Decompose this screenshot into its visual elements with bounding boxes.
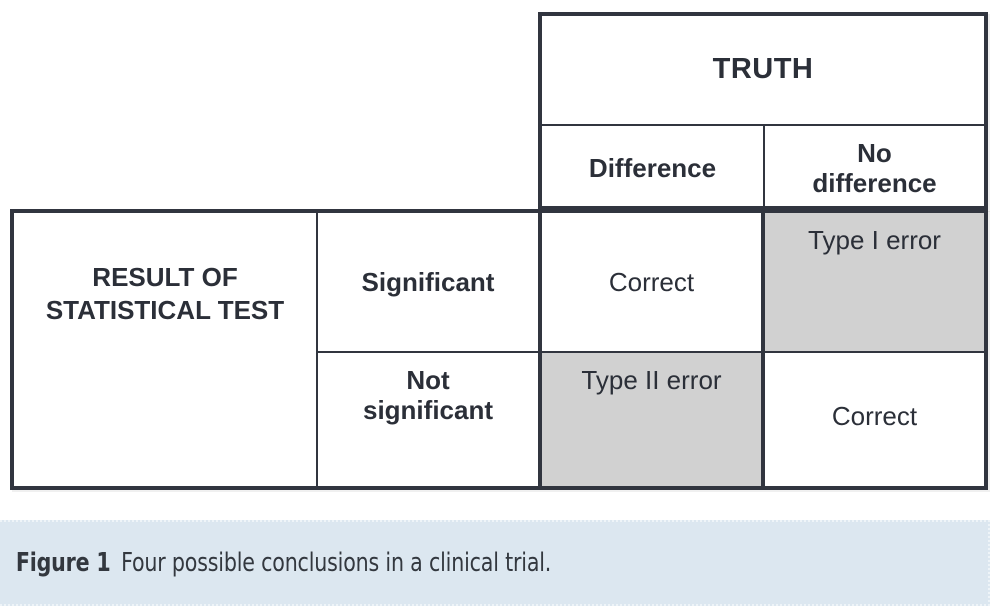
- row-header-not-significant-label: Not significant: [362, 365, 493, 426]
- cell-shade-type-2-error: [542, 353, 761, 486]
- body-col3-divider: [761, 213, 765, 486]
- figure-caption: Figure 1 Four possible conclusions in a c…: [0, 548, 552, 578]
- cell-shade-type-1-error: [765, 213, 984, 351]
- figure-caption-band: Figure 1 Four possible conclusions in a c…: [0, 520, 990, 606]
- row-group-header-cell: RESULT OF STATISTICAL TEST: [14, 213, 316, 486]
- column-header-divider: [763, 126, 765, 210]
- row-header-significant: Significant: [318, 213, 538, 351]
- cell-significant-no-difference: Type I error: [765, 213, 984, 351]
- truth-label: TRUTH: [712, 53, 814, 86]
- row-header-not-significant: Not significant: [318, 353, 538, 486]
- column-header-difference-label: Difference: [588, 152, 717, 183]
- figure-caption-label: Figure 1: [15, 548, 111, 578]
- truth-header-divider: [542, 124, 984, 126]
- truth-group-header-cell: TRUTH: [542, 16, 984, 124]
- body-row-divider: [318, 351, 984, 353]
- column-header-no-difference-label: No difference: [812, 137, 937, 198]
- cell-not-significant-difference: Type II error: [542, 353, 761, 486]
- figure-caption-body: Four possible conclusions in a clinical …: [121, 548, 552, 578]
- column-header-no-difference: No difference: [765, 126, 984, 210]
- body-col2-divider: [538, 211, 542, 488]
- cell-significant-no-difference-label: Type I error: [808, 225, 941, 255]
- cell-not-significant-difference-label: Type II error: [581, 365, 722, 395]
- cell-significant-difference-label: Correct: [608, 266, 695, 297]
- row-header-significant-label: Significant: [361, 266, 495, 297]
- cell-not-significant-no-difference: Correct: [765, 353, 984, 486]
- cell-not-significant-no-difference-label: Correct: [831, 401, 918, 431]
- row-group-divider: [316, 213, 318, 486]
- two-by-two-truth-table: TRUTH Difference No difference RESU: [10, 12, 988, 490]
- column-header-difference: Difference: [542, 126, 763, 210]
- cell-significant-difference: Correct: [542, 213, 761, 351]
- row-group-header-label: RESULT OF STATISTICAL TEST: [45, 262, 285, 325]
